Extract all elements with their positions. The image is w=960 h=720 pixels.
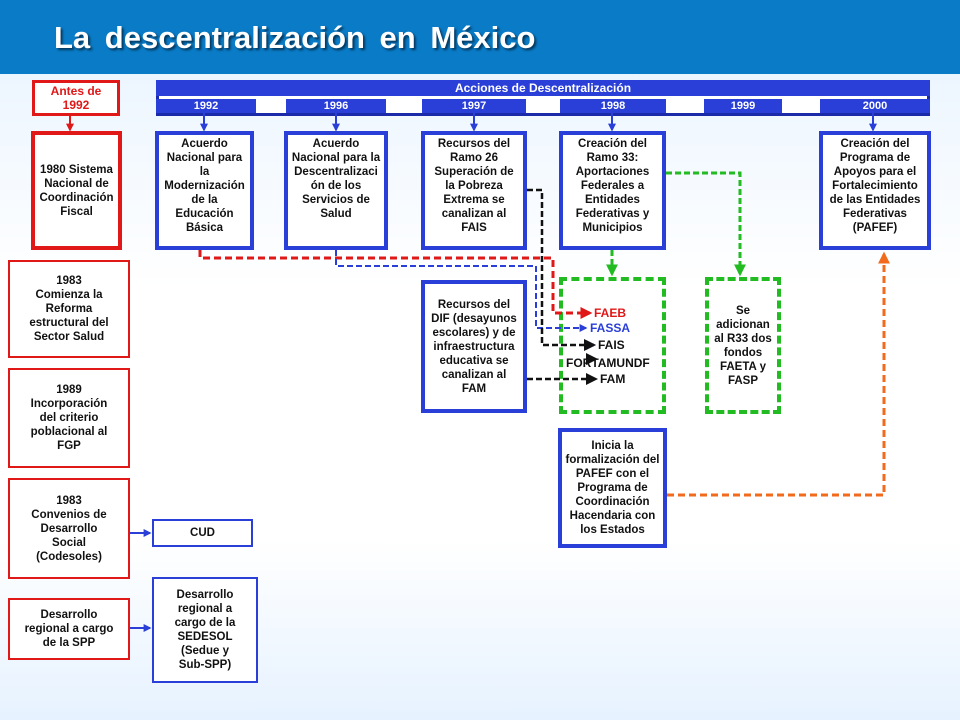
fund-faeb: FAEB — [594, 306, 627, 320]
page-title: La descentralización en México — [54, 20, 536, 55]
box-1996-salud-text: Acuerdo Nacional para la Descentralizaci… — [291, 138, 381, 220]
year-1999: 1999 — [704, 99, 782, 113]
box-1983-codesoles-text: 1983 Convenios de Desarrollo Social (Cod… — [31, 494, 107, 563]
year-1997: 1997 — [422, 99, 526, 113]
box-cud-text: CUD — [190, 527, 215, 539]
box-dif-fam-text: Recursos del DIF (desayunos escolares) y… — [431, 298, 517, 395]
box-1992-educacion-text: Acuerdo Nacional para la Modernización d… — [164, 138, 245, 234]
year-2000: 2000 — [820, 99, 930, 113]
box-1998-ramo33: Creación del Ramo 33: Aportaciones Feder… — [559, 131, 666, 250]
box-1997-ramo26: Recursos del Ramo 26 Superación de la Po… — [421, 131, 527, 250]
box-r33-fondos-text: Se adicionan al R33 dos fondos FAETA y F… — [714, 304, 772, 387]
box-dif-fam: Recursos del DIF (desayunos escolares) y… — [421, 280, 527, 413]
box-spp: Desarrollo regional a cargo de la SPP — [8, 598, 130, 660]
box-2000-pafef-text: Creación del Programa de Apoyos para el … — [829, 138, 921, 234]
fund-fassa: FASSA — [590, 321, 631, 335]
box-2000-pafef: Creación del Programa de Apoyos para el … — [819, 131, 931, 250]
fund-fais: FAIS — [598, 338, 625, 352]
box-sedesol: Desarrollo regional a cargo de la SEDESO… — [152, 577, 258, 683]
year-1998: 1998 — [560, 99, 666, 113]
box-1989-fgp-text: 1989 Incorporación del criterio poblacio… — [30, 384, 108, 452]
year-1992: 1992 — [156, 99, 256, 113]
antes-1992-label: Antes de 1992 — [50, 84, 102, 112]
year-1996: 1996 — [286, 99, 386, 113]
box-spp-text: Desarrollo regional a cargo de la SPP — [24, 609, 114, 649]
box-1992-educacion: Acuerdo Nacional para la Modernización d… — [155, 131, 254, 250]
box-pafef-formalizacion-text: Inicia la formalización del PAFEF con el… — [565, 440, 660, 536]
box-1989-fgp: 1989 Incorporación del criterio poblacio… — [8, 368, 130, 468]
box-sedesol-text: Desarrollo regional a cargo de la SEDESO… — [174, 589, 236, 671]
box-pafef-formalizacion: Inicia la formalización del PAFEF con el… — [558, 428, 667, 548]
box-1983-salud: 1983 Comienza la Reforma estructural del… — [8, 260, 130, 358]
box-1980-sncf-text: 1980 Sistema Nacional de Coordinación Fi… — [39, 163, 114, 218]
title-bar: La descentralización en México — [0, 0, 960, 74]
box-r33-fondos: Se adicionan al R33 dos fondos FAETA y F… — [705, 277, 781, 414]
box-1996-salud: Acuerdo Nacional para la Descentralizaci… — [284, 131, 388, 250]
box-1998-ramo33-text: Creación del Ramo 33: Aportaciones Feder… — [575, 138, 650, 234]
antes-1992-header: Antes de 1992 — [32, 80, 120, 116]
fund-fam: FAM — [600, 372, 626, 386]
box-1980-sncf: 1980 Sistema Nacional de Coordinación Fi… — [31, 131, 122, 250]
fund-fortamundf: FORTAMUNDF — [566, 356, 650, 370]
box-1983-codesoles: 1983 Convenios de Desarrollo Social (Cod… — [8, 478, 130, 579]
box-cud: CUD — [152, 519, 253, 547]
box-1997-ramo26-text: Recursos del Ramo 26 Superación de la Po… — [434, 138, 514, 234]
acciones-header: Acciones de Descentralización — [156, 80, 930, 96]
box-1983-salud-text: 1983 Comienza la Reforma estructural del… — [29, 275, 109, 343]
